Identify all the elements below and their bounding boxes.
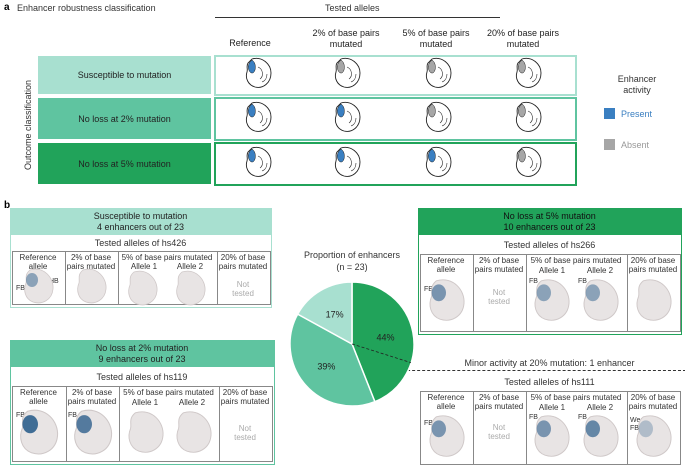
n2-not-tested: Not tested — [234, 424, 256, 442]
n5-fb-label-3: FB — [578, 278, 587, 285]
n5-allele2-label: Allele 2 — [586, 266, 614, 275]
tested-alleles-rule — [215, 17, 500, 18]
n2-fb-label: FB — [16, 412, 25, 419]
n5-cell-20-label: 20% of base pairs mutated — [628, 256, 678, 274]
embryo-icon-r2-c1 — [334, 146, 361, 177]
s-not-tested: Not tested — [232, 280, 254, 298]
panel-a-title: Enhancer robustness classification — [17, 3, 156, 13]
n5-allele1-label: Allele 1 — [538, 266, 566, 275]
m-cell-5-label: 5% of base pairs mutated — [530, 393, 622, 402]
n5-cell-2-label: 2% of base pairs mutated — [474, 256, 524, 274]
legend-title: Enhancer activity — [617, 74, 657, 95]
pie-title: Proportion of enhancers — [303, 250, 401, 260]
col-header-5pct: 5% of base pairs mutated — [402, 28, 470, 49]
legend-present-swatch — [604, 108, 615, 119]
row-no-loss-5-grid — [214, 142, 577, 186]
s-hb-label: HB — [49, 278, 59, 285]
embryo-icon-r1-c2 — [425, 101, 452, 132]
n2-cell-5-label: 5% of base pairs mutated — [123, 388, 214, 397]
n5-not-tested: Not tested — [488, 288, 510, 306]
n2-fb-label-2: FB — [68, 412, 77, 419]
m-cell-20-label: 20% of base pairs mutated — [628, 393, 678, 411]
s-cell-20-label: 20% of base pairs mutated — [218, 253, 268, 271]
n2-cell-20-label: 20% of base pairs mutated — [220, 388, 270, 406]
m-allele1-label: Allele 1 — [538, 403, 566, 412]
n5-cell-5-label: 5% of base pairs mutated — [530, 256, 622, 265]
pie-slice-0 — [351, 281, 415, 403]
minor-alleles-title: Tested alleles of hs111 — [504, 377, 595, 387]
susceptible-header: Susceptible to mutation 4 enhancers out … — [10, 208, 271, 235]
pie-slice-1 — [289, 313, 376, 407]
susceptible-alleles-title: Tested alleles of hs426 — [94, 238, 187, 248]
m-fb-label-2: FB — [529, 414, 538, 421]
n5-cell-2 — [473, 254, 527, 332]
minor-title: Minor activity at 20% mutation: 1 enhanc… — [464, 358, 635, 368]
n2-cell-20 — [219, 386, 273, 462]
embryo-icon-r2-c2 — [425, 146, 452, 177]
n5-fb-label: FB — [424, 286, 433, 293]
s-cell-5-label: 5% of base pairs mutated — [121, 253, 213, 262]
n2-cell-2-label: 2% of base pairs mutated — [67, 388, 117, 406]
embryo-icon-r2-c3 — [515, 146, 542, 177]
embryo-icon-r1-c0 — [245, 101, 272, 132]
pie-chart: 44% 39% 17% — [289, 281, 415, 407]
pie-slice-2 — [296, 281, 353, 346]
pie-slice-label-0: 44% — [376, 333, 394, 343]
no-loss-5-header: No loss at 5% mutation 10 enhancers out … — [418, 208, 681, 235]
s-allele2-label: Allele 2 — [176, 262, 204, 271]
s-cell-20 — [217, 251, 271, 305]
embryo-icon-r2-c0 — [245, 146, 272, 177]
m-fb-label: FB — [424, 420, 433, 427]
embryo-icon-r0-c2 — [425, 57, 452, 88]
no-loss-2-header: No loss at 2% mutation 9 enhancers out o… — [10, 340, 274, 367]
row-no-loss-2-label: No loss at 2% mutation — [38, 98, 211, 139]
s-cell-ref-label: Reference allele — [19, 253, 57, 271]
panel-a-label: a — [4, 2, 10, 13]
panel-b-label: b — [4, 200, 11, 211]
no-loss-2-alleles-title: Tested alleles of hs119 — [96, 372, 188, 382]
pie-n-label: (n = 23) — [336, 262, 368, 272]
no-loss-5-alleles-title: Tested alleles of hs266 — [503, 240, 596, 250]
embryo-icon-r0-c3 — [515, 57, 542, 88]
row-susceptible-label: Susceptible to mutation — [38, 56, 211, 94]
embryo-icon-grid — [245, 57, 542, 177]
n2-allele2-label: Allele 2 — [178, 398, 206, 407]
m-not-tested: Not tested — [488, 423, 510, 441]
n5-cell-ref-label: Reference allele — [427, 256, 465, 274]
n5-fb-label-2: FB — [529, 278, 538, 285]
legend-absent-label: Absent — [621, 140, 650, 150]
m-fb-label-3: FB — [578, 414, 587, 421]
tested-alleles-title: Tested alleles — [325, 3, 380, 13]
embryo-icon-r1-c3 — [515, 101, 542, 132]
pie-slice-label-2: 17% — [326, 310, 344, 320]
embryo-icon-r1-c1 — [334, 101, 361, 132]
n2-allele1-label: Allele 1 — [131, 398, 159, 407]
minor-dashed-rule — [372, 370, 685, 372]
pie-slice-label-1: 39% — [317, 362, 335, 372]
m-cell-2-label: 2% of base pairs mutated — [474, 393, 524, 411]
col-header-20pct: 20% of base pairs mutated — [486, 28, 560, 49]
embryo-icon-r0-c0 — [245, 57, 272, 88]
m-cell-ref-label: Reference allele — [427, 393, 465, 411]
col-header-reference: Reference — [229, 37, 271, 48]
legend-present-label: Present — [621, 109, 653, 119]
m-cell-2 — [473, 391, 527, 465]
pie-minor-dash — [351, 343, 412, 363]
m-weak-fb-label: Weak FB — [630, 417, 648, 432]
legend-absent-swatch — [604, 139, 615, 150]
embryo-icon-r0-c1 — [334, 57, 361, 88]
s-fb-label: FB — [16, 285, 25, 292]
row-no-loss-5-label: No loss at 5% mutation — [38, 143, 211, 184]
m-allele2-label: Allele 2 — [586, 403, 614, 412]
col-header-2pct: 2% of base pairs mutated — [312, 28, 380, 49]
n2-cell-ref-label: Reference allele — [20, 388, 57, 406]
s-allele1-label: Allele 1 — [130, 262, 158, 271]
s-cell-2-label: 2% of base pairs mutated — [66, 253, 116, 271]
